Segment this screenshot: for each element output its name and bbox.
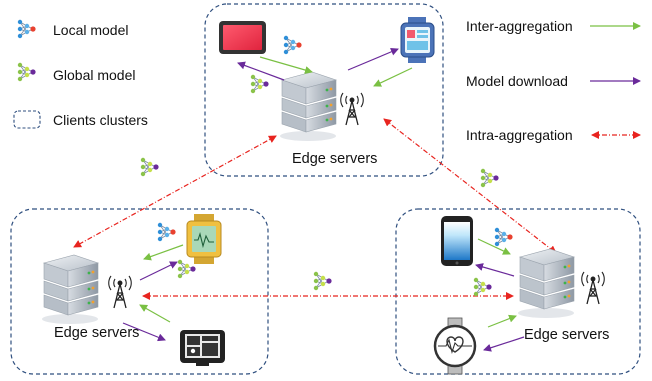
local-model-icon (283, 35, 303, 55)
inter-aggregation-arrow (259, 56, 313, 74)
smartwatch-icon (400, 17, 435, 63)
inter-aggregation-arrow (139, 304, 171, 323)
inter-aggregation-arrow (373, 67, 413, 87)
legend-local-model-icon (17, 19, 37, 39)
global-model-icon (177, 259, 197, 279)
model-download-arrow (483, 336, 525, 352)
smartwatch-icon (186, 214, 222, 264)
antenna-tower-icon (340, 92, 364, 126)
server-rack-icon (279, 71, 337, 142)
model-download-arrow (347, 48, 399, 71)
tablet-icon (219, 21, 266, 54)
global-model-icon (480, 168, 500, 188)
local-model-icon (494, 227, 514, 247)
right-server-label: Edge servers (524, 327, 610, 343)
legend-global-model-icon (17, 62, 37, 82)
inter-aggregation-arrow (487, 314, 517, 328)
legend-cluster-icon (13, 110, 41, 129)
global-model-icon (313, 271, 333, 291)
legend-local-model-label: Local model (53, 22, 129, 38)
antenna-tower-icon (581, 271, 605, 305)
smartphone-icon (441, 216, 473, 266)
legend-intra-aggregation-label: Intra-aggregation (466, 127, 573, 143)
inter-aggregation-arrow (143, 244, 184, 261)
model-download-arrow (122, 322, 166, 342)
left-server-label: Edge servers (54, 325, 140, 341)
server-rack-icon (41, 254, 99, 325)
legend-inter-aggregation-label: Inter-aggregation (466, 18, 573, 34)
intra-link-top-left (73, 135, 277, 248)
cluster-box-right (395, 208, 641, 375)
top-server-label: Edge servers (292, 151, 378, 167)
legend-clients-clusters-label: Clients clusters (53, 112, 148, 128)
smartwatch-icon (433, 317, 477, 375)
model-download-arrow (139, 261, 178, 281)
navigation-device-icon (180, 330, 225, 366)
intra-link-top-right (383, 118, 557, 254)
global-model-icon (250, 74, 270, 94)
global-model-icon (473, 277, 493, 297)
inter-aggregation-arrow (477, 238, 511, 255)
server-rack-icon (517, 248, 575, 319)
model-download-arrow (237, 61, 285, 81)
model-download-arrow (475, 263, 515, 277)
global-model-icon (140, 157, 160, 177)
legend-model-download-label: Model download (466, 73, 568, 89)
local-model-icon (157, 222, 177, 242)
legend-global-model-label: Global model (53, 67, 136, 83)
antenna-tower-icon (108, 275, 132, 309)
